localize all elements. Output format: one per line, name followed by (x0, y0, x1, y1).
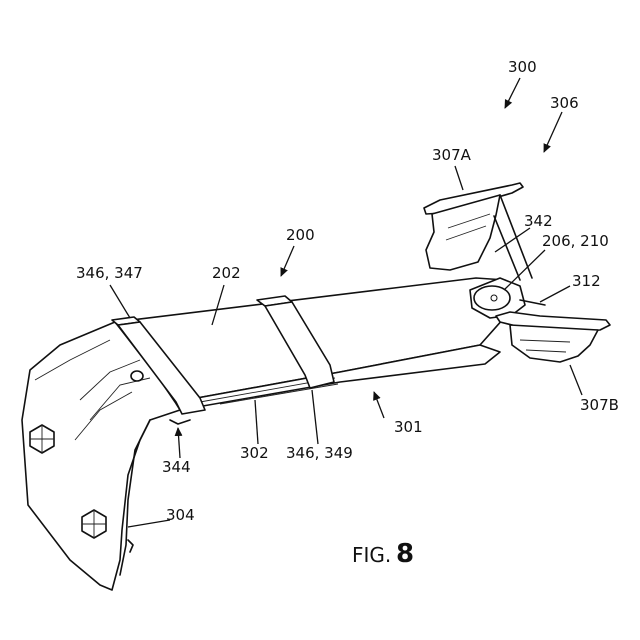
label-300: 300 (508, 58, 537, 76)
label-301: 301 (394, 418, 423, 436)
label-312: 312 (572, 272, 601, 290)
figure-caption-prefix: FIG. (352, 543, 391, 567)
upper-flange-307a (424, 183, 532, 280)
figure-caption-number: 8 (396, 539, 414, 569)
label-206-210: 206, 210 (542, 232, 609, 250)
bolt-upper (30, 425, 54, 453)
label-342: 342 (524, 212, 553, 230)
label-344: 344 (162, 458, 191, 476)
label-302: 302 (240, 444, 269, 462)
label-306: 306 (550, 94, 579, 112)
label-346-347: 346, 347 (76, 264, 143, 282)
label-202: 202 (212, 264, 241, 282)
main-beam-202 (22, 278, 520, 590)
label-307b: 307B (580, 396, 619, 414)
bolt-lower (82, 510, 106, 538)
label-307a: 307A (432, 146, 472, 164)
label-346-349: 346, 349 (286, 444, 353, 462)
label-200: 200 (286, 226, 315, 244)
label-304: 304 (166, 506, 195, 524)
